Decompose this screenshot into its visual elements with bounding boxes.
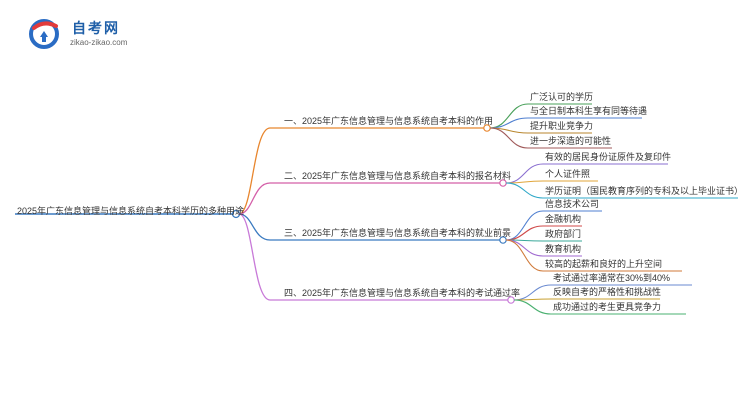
branch-label: 一、2025年广东信息管理与信息系统自考本科的作用 bbox=[284, 116, 494, 126]
logo-url: zikao-zikao.com bbox=[70, 38, 128, 47]
leaf-label: 提升职业竞争力 bbox=[530, 121, 594, 131]
leaf-connector bbox=[505, 163, 544, 184]
leaf-label: 信息技术公司 bbox=[545, 199, 600, 209]
leaf-connector bbox=[505, 182, 544, 199]
leaf-label: 较高的起薪和良好的上升空间 bbox=[545, 259, 663, 269]
leaf-connector bbox=[505, 239, 544, 257]
leaf-label: 有效的居民身份证原件及复印件 bbox=[545, 152, 672, 162]
leaf-label: 进一步深造的可能性 bbox=[530, 136, 612, 146]
leaf-label: 学历证明（国民教育序列的专科及以上毕业证书） bbox=[545, 186, 744, 196]
leaf-label: 成功通过的考生更具竞争力 bbox=[553, 302, 662, 312]
leaf-label: 反映自考的严格性和挑战性 bbox=[553, 287, 662, 297]
branch-connector bbox=[238, 182, 271, 215]
leaf-connector bbox=[489, 127, 529, 149]
leaf-connector bbox=[489, 103, 529, 129]
logo-title: 自考网 bbox=[72, 20, 120, 36]
branch-label: 二、2025年广东信息管理与信息系统自考本科的报名材料 bbox=[284, 171, 512, 181]
branch-label: 三、2025年广东信息管理与信息系统自考本科的就业前景 bbox=[284, 228, 512, 238]
branch-connector bbox=[238, 127, 271, 215]
branch-label: 四、2025年广东信息管理与信息系统自考本科的考试通过率 bbox=[284, 288, 521, 298]
leaf-label: 政府部门 bbox=[545, 229, 582, 239]
leaf-connector bbox=[505, 225, 544, 241]
zikao-logo-icon bbox=[29, 19, 59, 49]
leaf-connector bbox=[505, 239, 544, 272]
leaf-label: 金融机构 bbox=[545, 214, 582, 224]
leaf-label: 教育机构 bbox=[545, 244, 582, 254]
root-node: 2025年广东信息管理与信息系统自考本科学历的多种用途 bbox=[17, 206, 245, 216]
branch-connector bbox=[238, 213, 271, 301]
leaf-connector bbox=[513, 299, 552, 315]
leaf-connector bbox=[489, 117, 529, 129]
leaf-connector bbox=[505, 210, 544, 241]
leaf-label: 广泛认可的学历 bbox=[530, 92, 594, 102]
leaf-label: 考试通过率通常在30%到40% bbox=[553, 273, 671, 283]
leaf-label: 个人证件照 bbox=[545, 169, 591, 179]
leaf-label: 与全日制本科生享有同等待遇 bbox=[530, 106, 648, 116]
site-logo[interactable]: 自考网 zikao-zikao.com bbox=[28, 16, 148, 52]
